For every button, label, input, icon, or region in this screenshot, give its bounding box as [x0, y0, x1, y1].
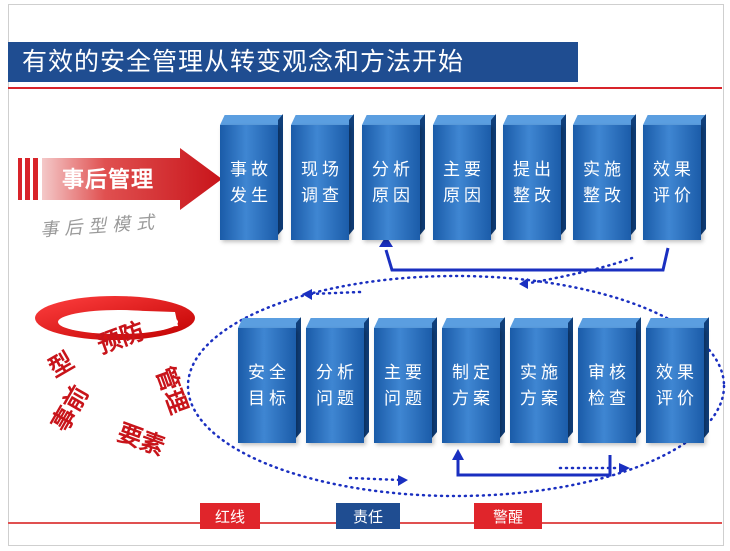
block-text: 整改	[583, 185, 625, 206]
tag-responsibility: 责任	[336, 503, 400, 529]
block-text: 事故	[230, 159, 272, 180]
process-block: 分析问题	[306, 317, 369, 443]
block-text: 主要	[443, 159, 485, 180]
block-text: 效果	[653, 159, 695, 180]
process-block: 安全目标	[238, 317, 301, 443]
block-text: 效果	[656, 362, 698, 383]
post-management-label: 事后管理	[62, 168, 155, 193]
block-text: 提出	[513, 159, 555, 180]
process-block: 现场调查	[291, 114, 354, 240]
block-text: 评价	[653, 185, 695, 206]
block-text: 分析	[316, 362, 358, 383]
process-block: 分析原因	[362, 114, 425, 240]
block-text: 现场	[301, 159, 343, 180]
block-text: 原因	[443, 185, 485, 206]
process-block: 实施方案	[510, 317, 573, 443]
block-text: 整改	[513, 185, 555, 206]
block-text: 方案	[520, 388, 562, 409]
process-block: 制定方案	[442, 317, 505, 443]
block-text: 问题	[384, 388, 426, 409]
process-block: 主要问题	[374, 317, 437, 443]
block-text: 实施	[583, 159, 625, 180]
process-block: 提出整改	[503, 114, 566, 240]
process-block: 审核检查	[578, 317, 641, 443]
block-text: 问题	[316, 388, 358, 409]
slide-frame	[8, 4, 724, 546]
block-text: 实施	[520, 362, 562, 383]
tag-alert: 警醒	[474, 503, 542, 529]
block-text: 检查	[588, 388, 630, 409]
block-text: 调查	[301, 185, 343, 206]
process-block: 主要原因	[433, 114, 496, 240]
block-text: 分析	[372, 159, 414, 180]
block-text: 安全	[248, 362, 290, 383]
process-block: 实施整改	[573, 114, 636, 240]
process-block: 效果评价	[646, 317, 709, 443]
title-underline	[8, 87, 722, 89]
slide-title: 有效的安全管理从转变观念和方法开始	[22, 47, 465, 76]
tag-red-line: 红线	[200, 503, 260, 529]
block-text: 原因	[372, 185, 414, 206]
process-block: 效果评价	[643, 114, 706, 240]
block-text: 目标	[248, 388, 290, 409]
title-bar	[8, 42, 578, 82]
block-text: 审核	[588, 362, 630, 383]
block-text: 制定	[452, 362, 494, 383]
process-block: 事故发生	[220, 114, 283, 240]
block-text: 主要	[384, 362, 426, 383]
block-text: 方案	[452, 388, 494, 409]
block-text: 评价	[656, 388, 698, 409]
block-text: 发生	[230, 185, 272, 206]
